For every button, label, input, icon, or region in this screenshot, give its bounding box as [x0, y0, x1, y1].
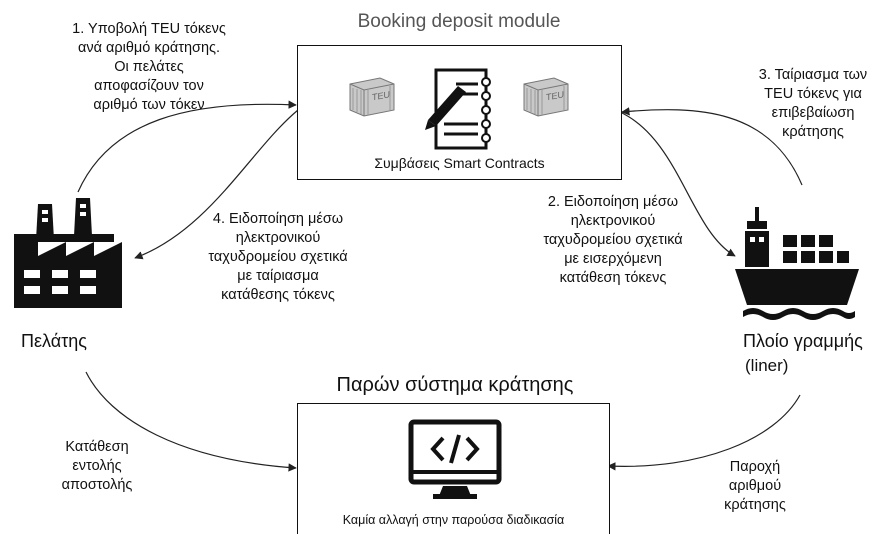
bottom-module-caption: Καμία αλλαγή στην παρούσα διαδικασία [342, 513, 565, 527]
factory-icon [14, 198, 122, 308]
customer-label: Πελάτης [21, 331, 87, 351]
svg-text:TEU: TEU [372, 89, 390, 102]
contract-document-icon [425, 68, 491, 150]
step-1-text: 1. Υποβολή TEU τόκενς ανά αριθμό κράτηση… [72, 21, 226, 113]
arrow-notify-liner [619, 111, 736, 257]
arrow-shipping-order [85, 371, 297, 472]
arrow-match-tokens [621, 107, 803, 186]
top-module-caption: Συμβάσεις Smart Contracts [374, 155, 545, 171]
bottom-module-title: Παρών σύστημα κράτησης [336, 374, 574, 396]
step-3-text: 3. Ταίριασμα των TEU τόκενς για επιβεβαί… [758, 67, 868, 140]
top-module-box: TEU TEU Συμβάσεις Smart Contracts [297, 45, 622, 180]
cargo-ship-icon [735, 207, 859, 320]
bottom-module-box: Καμία αλλαγή στην παρούσα διαδικασία [297, 403, 610, 534]
booking-number-text: Παροχή αριθμού κράτησης [724, 459, 786, 513]
arrow-submit-tokens [77, 100, 297, 193]
liner-label: Πλοίο γραμμής [743, 331, 863, 351]
shipping-container-icon: TEU [349, 77, 395, 117]
arrow-booking-number [607, 394, 801, 471]
arrow-notify-customer [134, 109, 299, 260]
liner-sublabel: (liner) [745, 356, 789, 375]
step-4-text: 4. Ειδοποίηση μέσω ηλεκτρονικού ταχυδρομ… [208, 211, 348, 303]
step-2-text: 2. Ειδοποίηση μέσω ηλεκτρονικού ταχυδρομ… [543, 194, 683, 286]
shipping-container-icon: TEU [523, 77, 569, 117]
svg-text:TEU: TEU [546, 89, 564, 102]
shipping-order-text: Κατάθεση εντολής αποστολής [61, 439, 133, 493]
code-monitor-icon [408, 419, 502, 499]
top-module-title: Booking deposit module [357, 11, 561, 32]
